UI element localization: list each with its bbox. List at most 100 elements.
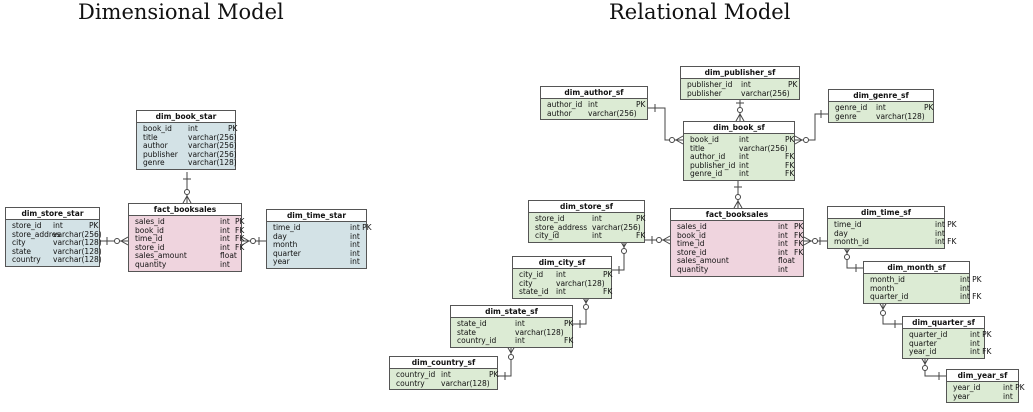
relationship-line — [882, 302, 902, 325]
column-name: genre_id — [690, 169, 723, 179]
column-key: FK — [603, 287, 613, 297]
column-name: month — [273, 240, 298, 250]
crows-foot-marker — [739, 113, 745, 122]
optional-ring-marker — [250, 238, 256, 244]
column-name: time_id — [677, 239, 705, 249]
column-name: quarter — [909, 338, 937, 348]
column-type: int FK — [970, 347, 992, 357]
optional-ring-marker — [669, 137, 675, 143]
column-type: int — [935, 228, 945, 238]
column-type: int — [592, 214, 602, 223]
table-name: dim_publisher_sf — [681, 67, 799, 79]
column-type: int — [1003, 391, 1013, 401]
column-type: int — [188, 124, 198, 133]
column-name: sales_amount — [135, 251, 187, 261]
column-name: sales_id — [135, 217, 165, 226]
table-name: dim_author_sf — [541, 87, 647, 99]
column-name: publisher — [687, 88, 722, 98]
column-row: sales_id int PK — [132, 217, 244, 227]
crows-foot-marker — [182, 195, 188, 204]
column-name: city_id — [519, 270, 544, 279]
column-type: varchar(128) — [53, 255, 102, 265]
column-type: int — [350, 240, 360, 250]
column-type: int — [220, 259, 230, 269]
relationship-line — [846, 246, 863, 269]
column-name: sales_amount — [677, 256, 729, 266]
column-name: store_id — [677, 247, 707, 257]
column-name: month — [870, 283, 895, 293]
column-type: int — [220, 225, 230, 235]
column-type: int — [515, 319, 525, 328]
column-type: int — [441, 370, 451, 379]
column-name: genre — [835, 111, 857, 121]
column-type: int — [741, 80, 751, 89]
column-key: PK — [89, 221, 99, 230]
column-type: int — [739, 160, 749, 170]
column-key: PK — [564, 319, 574, 328]
column-type: float — [220, 251, 237, 261]
column-key: PK — [636, 214, 646, 223]
column-name: sales_id — [677, 222, 707, 231]
column-type: int — [556, 270, 566, 279]
crows-foot-marker — [186, 195, 192, 204]
table-name: dim_city_sf — [513, 257, 611, 269]
column-key: FK — [235, 242, 245, 252]
optional-ring-marker — [735, 194, 741, 200]
column-key: PK — [235, 217, 245, 226]
column-name: day — [273, 231, 287, 241]
crows-foot-marker — [662, 235, 671, 241]
column-type: int — [739, 135, 749, 144]
column-name: city — [519, 278, 533, 288]
column-row: author varchar(256) — [140, 141, 237, 151]
crows-foot-marker — [675, 135, 684, 141]
column-key: FK — [794, 239, 804, 249]
column-name: publisher — [143, 149, 178, 159]
column-type: int — [588, 100, 598, 109]
column-type: varchar(256) — [53, 229, 102, 239]
column-type: int PK — [1003, 383, 1025, 392]
crows-foot-marker — [737, 200, 743, 209]
optional-ring-marker — [844, 254, 850, 260]
column-key: FK — [794, 230, 804, 240]
optional-ring-marker — [583, 304, 589, 310]
relationship-line — [795, 113, 828, 141]
column-key: FK — [785, 160, 795, 170]
column-name: city — [12, 238, 26, 248]
column-type: varchar(256) — [188, 141, 237, 151]
column-type: varchar(128) — [53, 246, 102, 256]
column-row: month int — [270, 241, 363, 250]
column-name: author — [143, 141, 168, 151]
crows-foot-marker — [120, 236, 129, 242]
crows-foot-marker — [733, 200, 739, 209]
column-type: int — [220, 217, 230, 226]
column-type: varchar(128) — [556, 278, 605, 288]
table-name: dim_store_sf — [529, 201, 644, 213]
column-type: int — [556, 287, 566, 297]
